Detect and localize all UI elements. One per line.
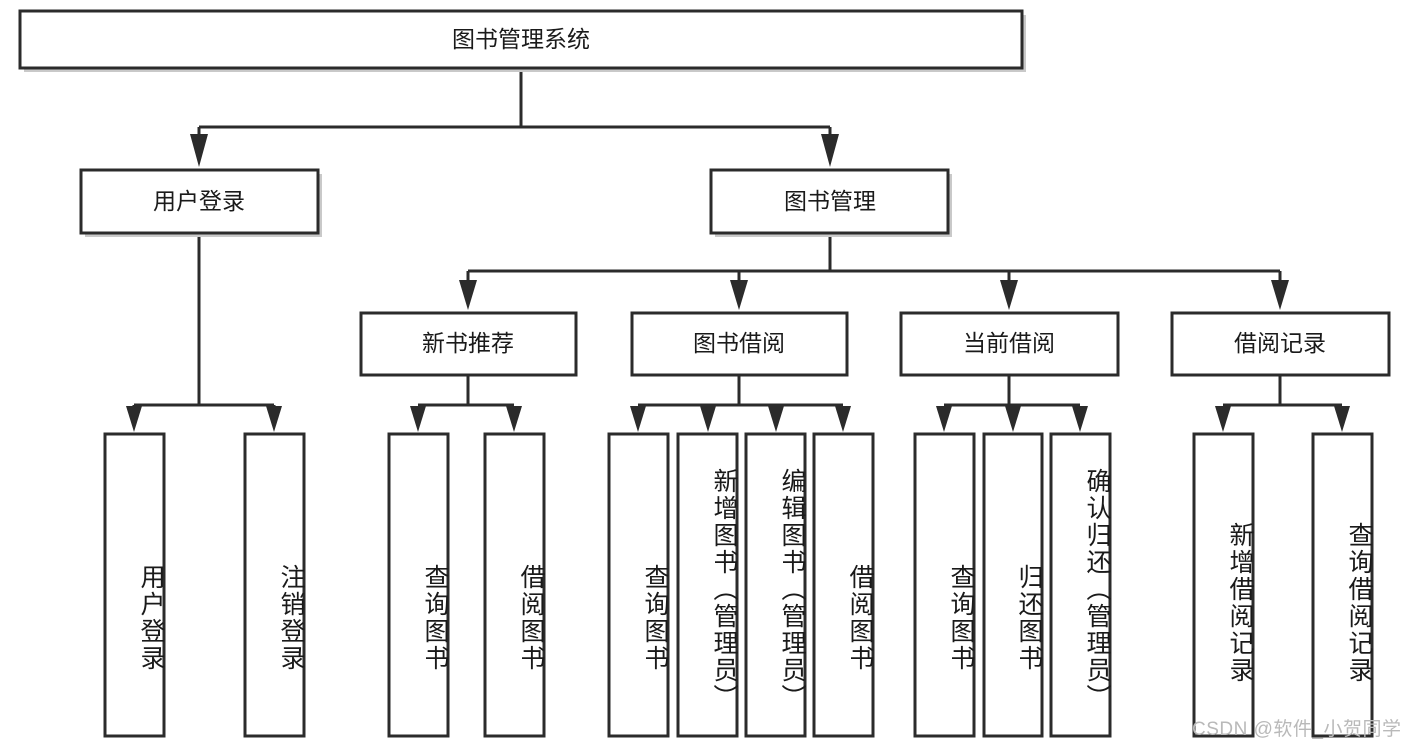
arrow-head-leaf-edit-book	[768, 406, 784, 432]
arrow-head-leaf-borrow-book-bor	[835, 406, 851, 432]
csdn-watermark: CSDN @软件_小贺同学	[1192, 719, 1402, 740]
connector-group-current-borrow	[936, 375, 1088, 432]
arrow-head-leaf-return-book	[1005, 406, 1021, 432]
node-new-book-rec-box	[359, 311, 578, 377]
leaf-borrow-book-bor-box[interactable]	[812, 432, 875, 738]
connector-group-user-login	[126, 233, 282, 432]
connector-group-book-borrow	[630, 375, 851, 432]
node-current-borrow[interactable]: 当前借阅	[899, 311, 1120, 377]
arrow-head-book-manage	[821, 134, 839, 167]
connector-group-root	[190, 68, 839, 167]
arrow-head-leaf-borrow-book-rec	[506, 406, 522, 432]
node-book-borrow-label: 图书借阅	[693, 330, 785, 356]
leaf-boxes	[103, 432, 1374, 738]
connector-group-book-manage	[459, 233, 1289, 310]
node-book-manage-box	[709, 168, 950, 235]
node-book-borrow[interactable]: 图书借阅	[630, 311, 849, 377]
leaf-add-book-box[interactable]	[676, 432, 739, 738]
arrow-head-leaf-query-book-rec	[410, 406, 426, 432]
leaf-borrow-book-rec-box[interactable]	[483, 432, 546, 738]
node-user-login[interactable]: 用户登录	[79, 168, 322, 237]
arrow-head-leaf-add-book	[700, 406, 716, 432]
arrow-head-borrow-record	[1271, 280, 1289, 310]
leaf-query-book-bor-box[interactable]	[607, 432, 670, 738]
leaf-query-book-cur-box[interactable]	[913, 432, 976, 738]
leaf-add-record-box[interactable]	[1192, 432, 1255, 738]
arrow-head-leaf-add-record	[1215, 406, 1231, 432]
node-current-borrow-box	[899, 311, 1120, 377]
leaf-logout-box[interactable]	[243, 432, 306, 738]
leaf-return-book-box[interactable]	[982, 432, 1044, 738]
leaf-query-record-box[interactable]	[1311, 432, 1374, 738]
arrow-head-leaf-query-record	[1334, 406, 1350, 432]
leaf-user-login-box[interactable]	[103, 432, 166, 738]
arrow-head-book-borrow	[730, 280, 748, 310]
node-current-borrow-label: 当前借阅	[963, 330, 1055, 356]
arrow-head-leaf-confirm-return	[1072, 406, 1088, 432]
arrow-head-new-book-rec	[459, 280, 477, 310]
node-root[interactable]: 图书管理系统	[18, 9, 1026, 72]
connector-group-new-book-rec	[410, 375, 522, 432]
arrow-head-leaf-query-book-cur	[936, 406, 952, 432]
connector-group-borrow-record	[1215, 375, 1350, 432]
arrow-head-leaf-query-book-bor	[630, 406, 646, 432]
leaf-confirm-return-box[interactable]	[1049, 432, 1112, 738]
arrow-head-user-login	[190, 134, 208, 167]
node-root-box	[18, 9, 1024, 70]
node-borrow-record-box	[1170, 311, 1391, 377]
node-user-login-box	[79, 168, 320, 235]
node-borrow-record[interactable]: 借阅记录	[1170, 311, 1391, 377]
node-borrow-record-label: 借阅记录	[1234, 330, 1326, 356]
arrow-head-leaf-logout	[266, 406, 282, 432]
leaf-edit-book-box[interactable]	[744, 432, 807, 738]
node-book-manage[interactable]: 图书管理	[709, 168, 952, 237]
arrow-head-current-borrow	[1000, 280, 1018, 310]
node-book-borrow-box	[630, 311, 849, 377]
arrow-head-leaf-user-login	[126, 406, 142, 432]
node-user-login-label: 用户登录	[153, 188, 245, 214]
node-book-manage-label: 图书管理	[784, 188, 876, 214]
node-new-book-rec-label: 新书推荐	[422, 330, 514, 356]
node-root-label: 图书管理系统	[452, 26, 590, 52]
node-new-book-rec[interactable]: 新书推荐	[359, 311, 578, 377]
leaf-query-book-rec-box[interactable]	[387, 432, 450, 738]
